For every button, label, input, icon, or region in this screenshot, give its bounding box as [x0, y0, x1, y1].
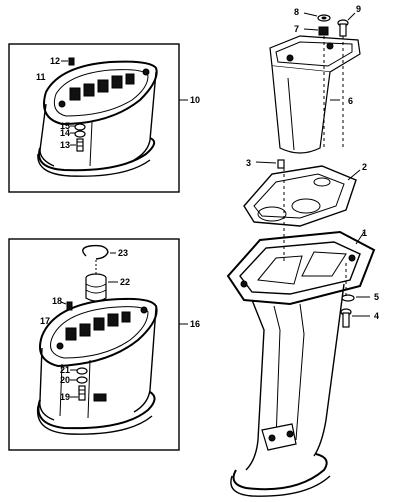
exhaust-plate-upper-inset — [37, 60, 158, 177]
callout-22: 22 — [120, 277, 130, 287]
callout-5: 5 — [374, 292, 379, 302]
screw-4 — [340, 308, 370, 328]
screw-9 — [337, 12, 356, 37]
callout-3: 3 — [246, 158, 251, 168]
pin-3 — [255, 159, 285, 169]
callout-7: 7 — [294, 24, 299, 34]
inset-box-upper — [8, 43, 188, 193]
callout-4: 4 — [374, 311, 379, 321]
stack-13-15 — [70, 123, 86, 152]
nut-7 — [303, 26, 329, 36]
exhaust-tube-6 — [269, 35, 361, 154]
driveshaft-housing-1 — [226, 230, 376, 497]
pin-12 — [61, 57, 75, 66]
retainer-ring-23 — [82, 244, 116, 260]
callout-1: 1 — [362, 228, 367, 238]
callout-14: 14 — [60, 128, 70, 138]
callout-6: 6 — [348, 96, 353, 106]
callout-15: 15 — [60, 121, 70, 131]
inset-box-lower — [8, 238, 188, 451]
callout-9: 9 — [356, 4, 361, 14]
gasket-2 — [243, 165, 361, 227]
callout-18: 18 — [52, 296, 62, 306]
bushing-22 — [85, 260, 118, 302]
callout-20: 20 — [60, 375, 70, 385]
callout-13: 13 — [60, 140, 70, 150]
washer-8 — [303, 12, 331, 22]
alignment-lines — [283, 36, 347, 296]
callout-23: 23 — [118, 248, 128, 258]
pin-18 — [60, 301, 73, 311]
callout-8: 8 — [294, 7, 299, 17]
callout-21: 21 — [60, 365, 70, 375]
washer-5 — [341, 294, 370, 302]
callout-16: 16 — [190, 319, 200, 329]
callout-2: 2 — [362, 162, 367, 172]
callout-12: 12 — [50, 56, 60, 66]
callout-17: 17 — [40, 316, 50, 326]
callout-19: 19 — [60, 392, 70, 402]
callout-10: 10 — [190, 95, 200, 105]
exhaust-plate-lower-inset — [36, 297, 158, 435]
callout-11: 11 — [36, 72, 46, 82]
stack-19-21 — [70, 367, 88, 401]
